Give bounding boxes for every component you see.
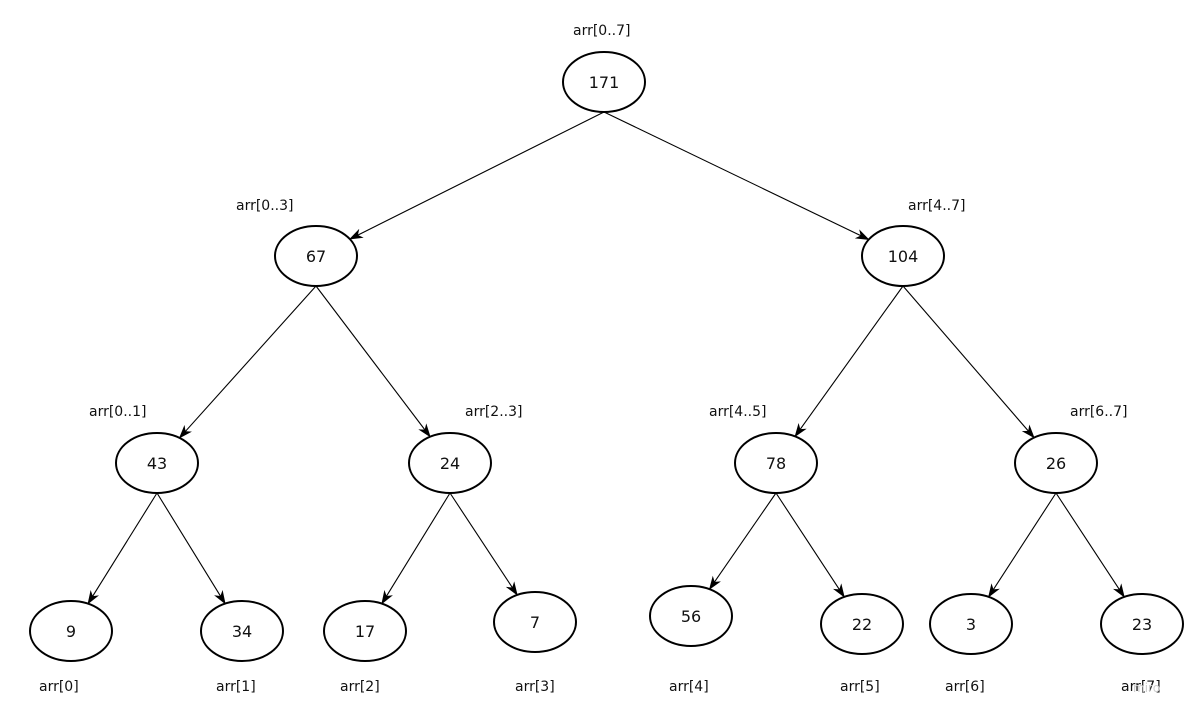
node-value: 171 (589, 73, 620, 92)
node-value: 34 (232, 622, 252, 641)
node-value: 67 (306, 247, 326, 266)
labels-layer: arr[0..7] arr[0..3] arr[4..7] arr[0..1] arr[… (39, 23, 1161, 695)
edge-n43-to-n9 (87, 492, 158, 605)
edge-n78-to-n22 (775, 492, 845, 598)
range-label-n34: arr[1] (216, 679, 256, 695)
edge-n104-to-n26 (902, 285, 1035, 439)
range-label-n43: arr[0..1] (89, 404, 146, 420)
node-value: 104 (888, 247, 919, 266)
range-label-n78: arr[4..5] (709, 404, 766, 420)
range-label-n26: arr[6..7] (1070, 404, 1127, 420)
range-label-n23: arr[7] (1121, 679, 1161, 695)
node-ellipse (1014, 432, 1098, 494)
node-ellipse (929, 593, 1013, 655)
tree-node-171: 171 (562, 51, 646, 113)
node-value: 26 (1046, 454, 1066, 473)
node-value: 56 (681, 607, 701, 626)
tree-node-104: 104 (861, 225, 945, 287)
tree-node-78: 78 (734, 432, 818, 494)
node-value: 78 (766, 454, 786, 473)
tree-node-22: 22 (820, 593, 904, 655)
node-value: 9 (66, 622, 76, 641)
node-ellipse (734, 432, 818, 494)
edge-n78-to-n56 (708, 492, 777, 591)
edge-n104-to-n78 (794, 285, 904, 438)
range-label-n104: arr[4..7] (908, 198, 965, 214)
range-label-n3: arr[6] (945, 679, 985, 695)
tree-node-23: 23 (1100, 593, 1184, 655)
tree-node-3: 3 (929, 593, 1013, 655)
edge-n43-to-n34 (156, 492, 226, 605)
tree-node-24: 24 (408, 432, 492, 494)
node-value: 24 (440, 454, 460, 473)
edge-n171-to-n67 (348, 111, 605, 240)
node-ellipse (408, 432, 492, 494)
nodes-layer: 171 67 104 43 24 78 26 9 34 17 7 56 22 3 23 (29, 51, 1184, 662)
node-value: 22 (852, 615, 872, 634)
node-ellipse (1100, 593, 1184, 655)
node-ellipse (649, 585, 733, 647)
range-label-n24: arr[2..3] (465, 404, 522, 420)
range-label-n7: arr[3] (515, 679, 555, 695)
range-label-n22: arr[5] (840, 679, 880, 695)
node-value: 43 (147, 454, 167, 473)
node-ellipse (115, 432, 199, 494)
edge-n24-to-n17 (381, 492, 451, 605)
tree-node-56: 56 (649, 585, 733, 647)
node-ellipse (562, 51, 646, 113)
tree-node-26: 26 (1014, 432, 1098, 494)
range-label-n171: arr[0..7] (573, 23, 630, 39)
edge-n67-to-n43 (178, 285, 317, 439)
node-ellipse (274, 225, 358, 287)
node-value: 23 (1132, 615, 1152, 634)
node-ellipse (820, 593, 904, 655)
tree-node-43: 43 (115, 432, 199, 494)
miro-watermark: miro (1133, 681, 1160, 695)
tree-node-7: 7 (493, 591, 577, 653)
edge-n67-to-n24 (315, 285, 431, 438)
node-ellipse (493, 591, 577, 653)
range-label-n56: arr[4] (669, 679, 709, 695)
edges-layer (87, 111, 1125, 605)
edge-n171-to-n104 (603, 111, 870, 241)
tree-node-67: 67 (274, 225, 358, 287)
edge-n26-to-n3 (988, 492, 1057, 598)
node-ellipse (861, 225, 945, 287)
node-ellipse (200, 600, 284, 662)
range-label-n67: arr[0..3] (236, 198, 293, 214)
node-value: 7 (530, 613, 540, 632)
tree-node-9: 9 (29, 600, 113, 662)
edge-n26-to-n23 (1055, 492, 1125, 598)
tree-node-34: 34 (200, 600, 284, 662)
node-ellipse (323, 600, 407, 662)
range-label-n17: arr[2] (340, 679, 380, 695)
node-value: 17 (355, 622, 375, 641)
node-value: 3 (966, 615, 976, 634)
edge-n24-to-n7 (449, 492, 518, 596)
node-ellipse (29, 600, 113, 662)
tree-node-17: 17 (323, 600, 407, 662)
range-label-n9: arr[0] (39, 679, 79, 695)
